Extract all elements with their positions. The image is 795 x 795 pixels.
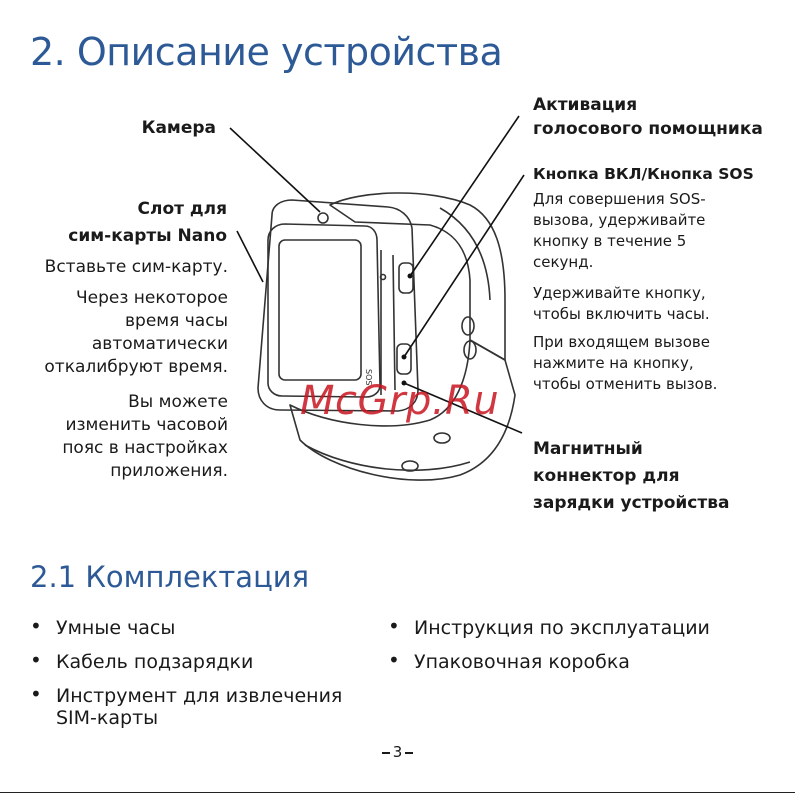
list-item: Инструмент для извлечения SIM-карты — [30, 683, 360, 729]
kit-heading: 2.1 Комплектация — [30, 560, 310, 594]
callout-magnetic — [403, 382, 523, 434]
page-number-value: 3 — [392, 743, 403, 761]
sos-marking: SOS — [364, 369, 373, 385]
kit-list-right: Инструкция по эксплуатации Упаковочная к… — [388, 615, 718, 685]
callout-camera — [229, 127, 321, 213]
page-heading: 2. Описание устройства — [30, 30, 503, 74]
text-timezone: Вы можете изменить часовой пояс в настро… — [62, 392, 228, 481]
list-item: Упаковочная коробка — [388, 649, 718, 673]
kit-list-left: Умные часы Кабель подзарядки Инструмент … — [30, 615, 360, 741]
text-power-on: Удерживайте кнопку, чтобы включить часы. — [533, 284, 710, 323]
label-sim-slot-line1: Слот для — [137, 199, 227, 219]
label-magnetic-line2: коннектор для — [533, 466, 680, 486]
label-assistant: Активация голосового помощника — [533, 93, 793, 141]
label-sim-slot: Слот для сим-карты Nano — [7, 196, 227, 250]
label-power-sos: Кнопка ВКЛ/Кнопка SOS — [533, 165, 754, 183]
bottom-rule — [0, 792, 795, 793]
watch-strap-top — [329, 192, 506, 361]
list-item: Инструкция по эксплуатации — [388, 615, 718, 639]
callout-sim-slot — [236, 230, 264, 283]
list-item: Умные часы — [30, 615, 360, 639]
label-camera: Камера — [141, 118, 216, 138]
text-insert-sim: Вставьте сим-карту. — [44, 257, 228, 277]
watch-screen — [278, 239, 362, 381]
dash-left — [381, 751, 390, 754]
callout-assistant — [409, 115, 520, 277]
label-magnetic-connector: Магнитный коннектор для зарядки устройст… — [533, 436, 793, 517]
dash-right — [405, 751, 414, 754]
text-calibrate: Через некоторое время часы автоматически… — [44, 288, 228, 377]
camera-lens — [317, 212, 329, 224]
callout-power-sos — [403, 174, 525, 358]
label-sim-slot-line2: сим-карты Nano — [68, 226, 227, 246]
watch-strap-bottom — [289, 339, 516, 481]
list-item: Кабель подзарядки — [30, 649, 360, 673]
page-number: 3 — [0, 743, 795, 761]
label-magnetic-line1: Магнитный — [533, 439, 643, 459]
watch-body — [257, 199, 419, 412]
text-sos-call: Для совершения SOS-вызова, удерживайте к… — [533, 190, 706, 271]
assistant-button — [398, 262, 414, 294]
text-reject-call: При входящем вызове нажмите на кнопку, ч… — [533, 333, 718, 393]
label-assistant-line1: Активация — [533, 95, 638, 115]
watermark: McGrp.Ru — [300, 378, 500, 424]
label-assistant-line2: голосового помощника — [533, 119, 763, 139]
sos-button — [396, 343, 412, 375]
label-magnetic-line3: зарядки устройства — [533, 493, 730, 513]
